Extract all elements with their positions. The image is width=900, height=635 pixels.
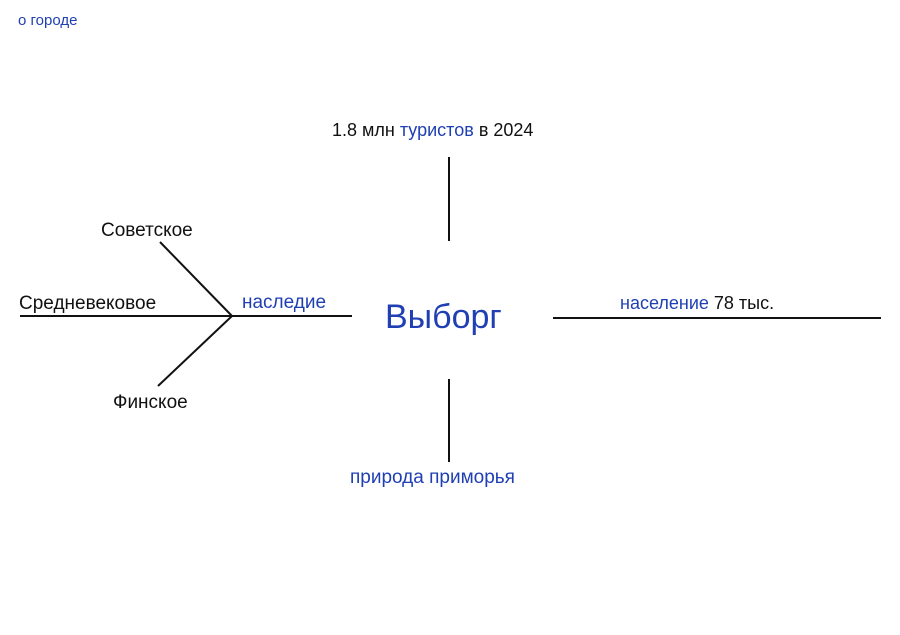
population-keyword: население — [620, 293, 709, 313]
tourists-number: 1.8 млн — [332, 120, 395, 140]
connector-finnish — [157, 315, 233, 387]
heritage-label: наследие — [242, 292, 327, 313]
tourists-keyword: туристов — [399, 120, 474, 140]
connector-soviet — [159, 241, 233, 317]
population-value: 78 тыс. — [713, 293, 775, 313]
heritage-item-finnish: Финское — [113, 392, 188, 413]
about-city-link[interactable]: о городе — [18, 12, 78, 29]
nature-label: природа приморья — [350, 467, 515, 488]
heritage-item-soviet: Советское — [101, 220, 193, 241]
tourists-stat: 1.8 млн туристов в 2024 — [332, 121, 533, 139]
heritage-item-medieval: Средневековое — [19, 293, 157, 314]
city-title: Выборг — [385, 298, 502, 336]
population-stat: население 78 тыс. — [620, 294, 774, 312]
tourists-year: в 2024 — [478, 120, 534, 140]
